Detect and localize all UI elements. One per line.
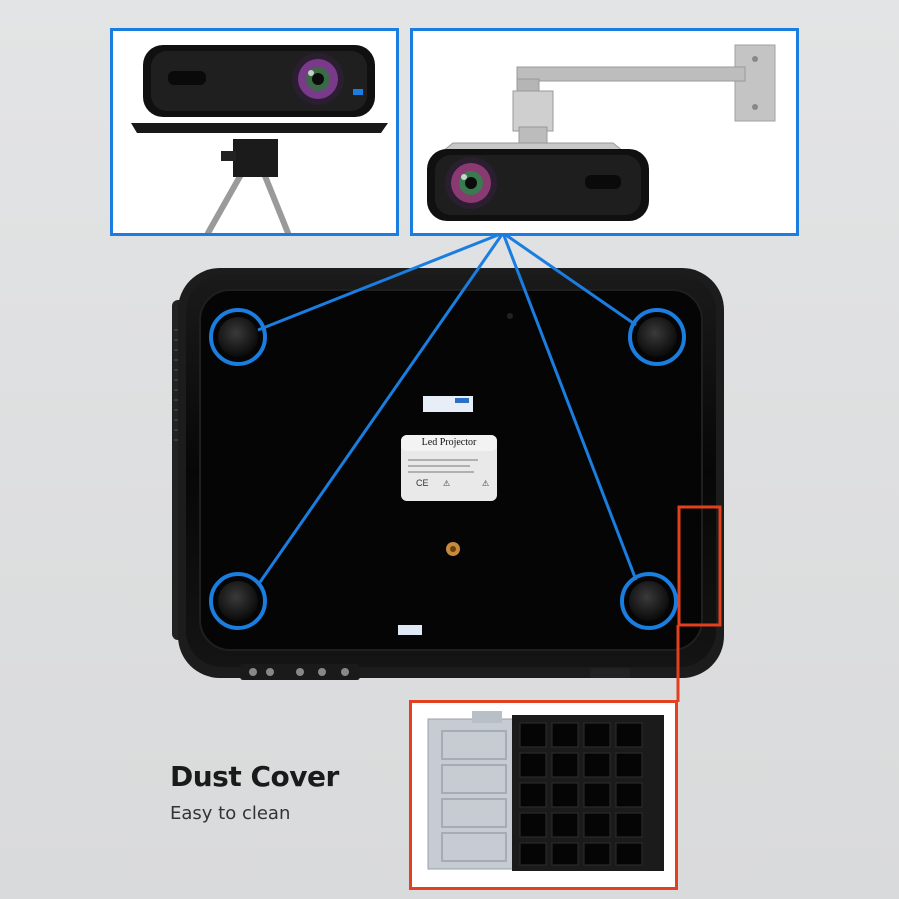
ceiling-mount-image bbox=[413, 31, 796, 233]
caption-title: Dust Cover bbox=[170, 760, 339, 793]
dust-cover-frame bbox=[409, 700, 678, 890]
caption-subtitle: Easy to clean bbox=[170, 803, 291, 824]
tripod-mount-frame bbox=[110, 28, 399, 236]
svg-text:⚠: ⚠ bbox=[443, 479, 450, 488]
svg-text:⚠: ⚠ bbox=[482, 479, 489, 488]
caption-block: Dust Cover Easy to clean bbox=[170, 760, 339, 824]
label-title: Led Projector bbox=[421, 437, 477, 448]
ceiling-mount-frame bbox=[410, 28, 799, 236]
dust-filter-image bbox=[412, 703, 675, 887]
svg-text:CE: CE bbox=[416, 478, 429, 488]
tripod-mount-image bbox=[113, 31, 396, 233]
